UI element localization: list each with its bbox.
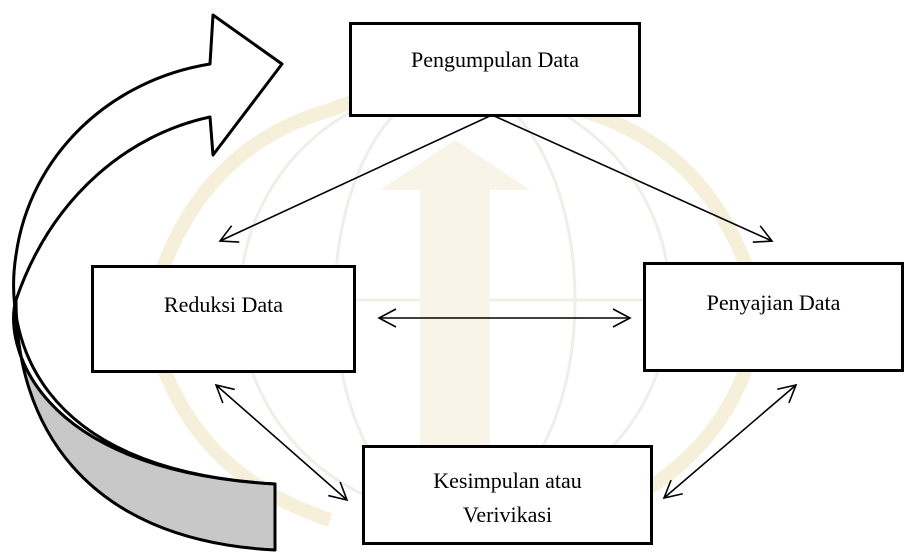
arrow-pengumpulan-to-penyajian bbox=[491, 114, 774, 244]
node-pengumpulan-data: Pengumpulan Data bbox=[349, 22, 641, 117]
node-label: Pengumpulan Data bbox=[410, 46, 580, 72]
arrow-penyajian-kesimpulan bbox=[662, 383, 798, 500]
arrow-pengumpulan-to-reduksi bbox=[218, 114, 493, 243]
connector-arrows bbox=[214, 114, 798, 502]
curved-block-arrow bbox=[12, 13, 284, 552]
node-reduksi-data: Reduksi Data bbox=[91, 265, 356, 373]
node-label: Penyajian Data bbox=[706, 290, 841, 315]
node-kesimpulan-verivikasi: Kesimpulan atau Verivikasi bbox=[362, 445, 653, 545]
node-label: Kesimpulan atau Verivikasi bbox=[433, 468, 582, 527]
arrow-reduksi-kesimpulan bbox=[214, 383, 349, 502]
node-label: Reduksi Data bbox=[163, 292, 284, 317]
node-penyajian-data: Penyajian Data bbox=[643, 262, 904, 372]
